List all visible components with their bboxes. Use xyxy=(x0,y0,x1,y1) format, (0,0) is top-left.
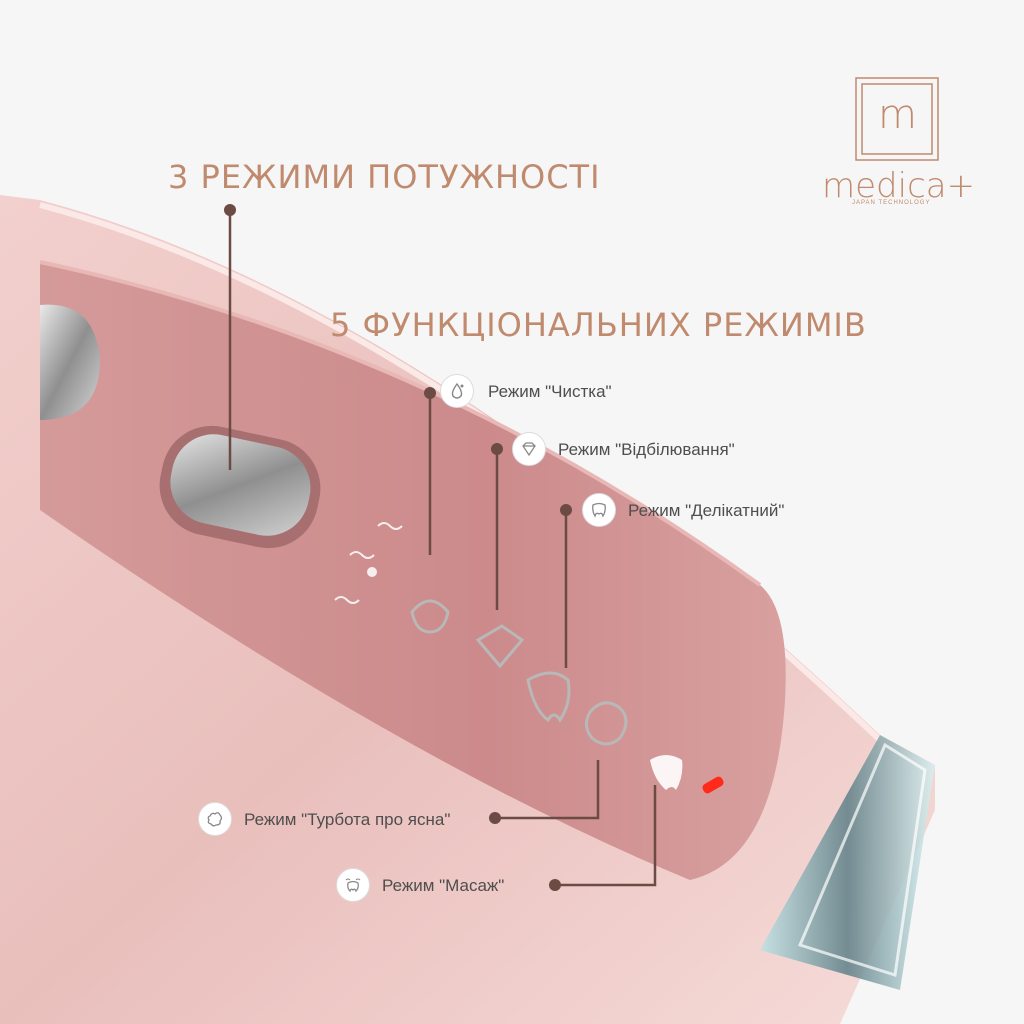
power-modes-heading: 3 РЕЖИМИ ПОТУЖНОСТІ xyxy=(168,158,601,196)
bottom-cap xyxy=(760,735,935,990)
power-slider-knob xyxy=(170,434,311,536)
gum-icon xyxy=(198,802,232,836)
tooth-icon xyxy=(582,493,616,527)
mode-label-gum-care: Режим "Турбота про ясна" xyxy=(244,810,451,829)
power-level-indicators xyxy=(334,522,403,604)
brand-monogram: m xyxy=(878,92,917,138)
status-led xyxy=(702,776,724,794)
control-panel xyxy=(40,262,786,880)
mode-label-sensitive: Режим "Делікатний" xyxy=(628,501,785,520)
logo-frame xyxy=(855,77,939,161)
water-drop-icon xyxy=(440,374,474,408)
function-modes-heading: 5 ФУНКЦІОНАЛЬНИХ РЕЖИМІВ xyxy=(330,306,867,344)
mode-label-cleaning: Режим "Чистка" xyxy=(488,382,612,401)
power-button xyxy=(40,304,100,420)
massage-tooth-icon xyxy=(336,868,370,902)
panel-massage-icon xyxy=(650,755,683,790)
pointer-dots xyxy=(224,204,572,891)
panel-mode-icons xyxy=(410,599,628,746)
mode-label-massage: Режим "Масаж" xyxy=(382,876,505,895)
brand-tagline: JAPAN TECHNOLOGY xyxy=(852,200,931,206)
brand-logo: medica+ xyxy=(822,166,976,206)
mode-label-whitening: Режим "Відбілювання" xyxy=(558,440,735,459)
pointer-lines xyxy=(228,210,657,887)
diamond-icon xyxy=(512,432,546,466)
